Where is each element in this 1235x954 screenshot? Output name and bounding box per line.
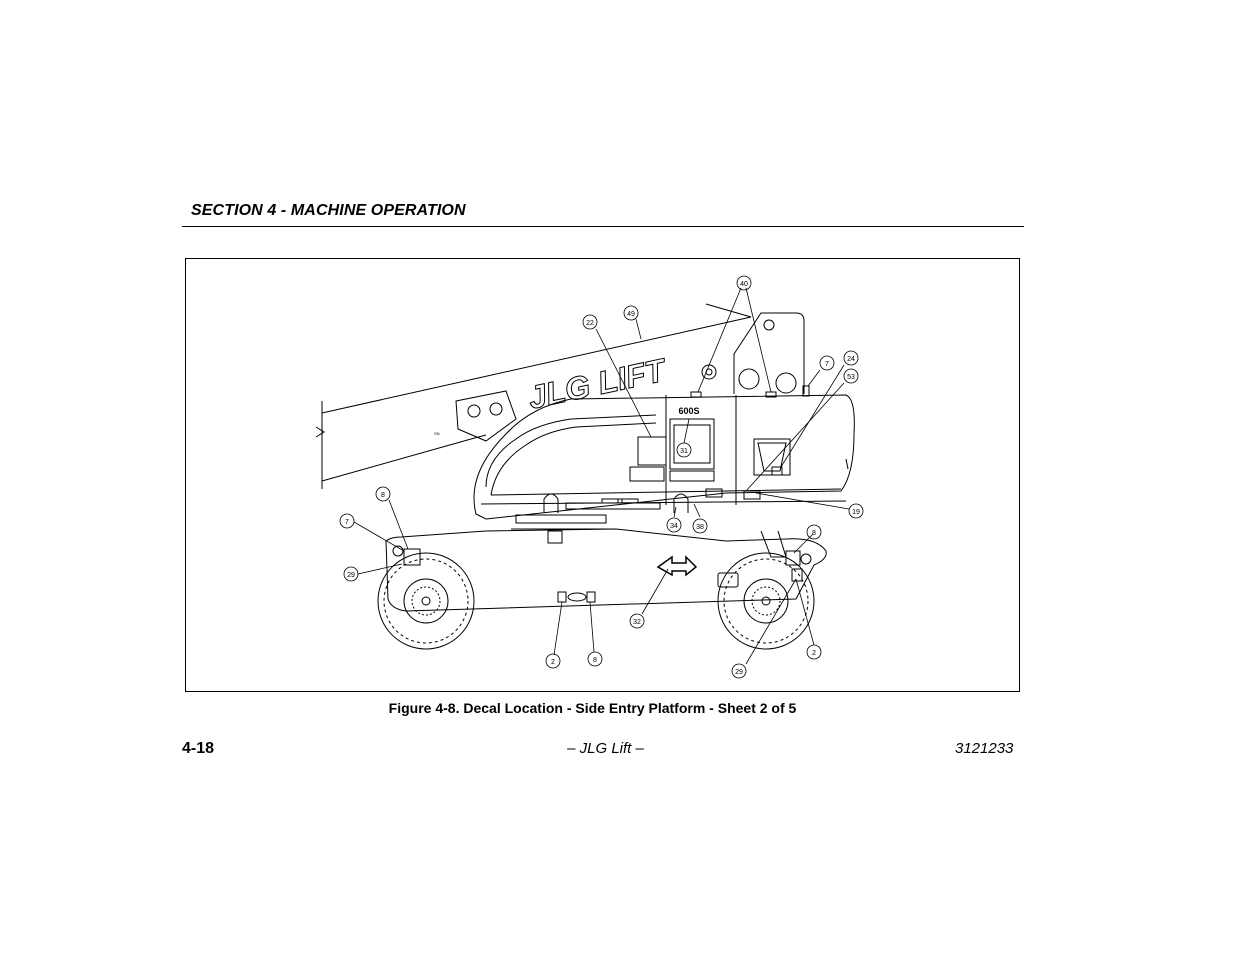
decal-location-drawing: SN JLG LIFT: [315, 275, 864, 679]
callout-34-label: 34: [670, 523, 678, 530]
direction-arrow-decal: [656, 555, 698, 577]
callout-2-left: [545, 653, 561, 669]
callout-40-label: 40: [740, 281, 748, 288]
boom: SN: [315, 303, 752, 489]
callout-32: [629, 613, 645, 629]
model-badge: 600S: [678, 406, 699, 416]
page-number: 4-18: [182, 740, 215, 757]
callout-24: [843, 350, 859, 366]
callout-29-left: [343, 566, 359, 582]
upright-plate: [701, 312, 805, 394]
callout-7-top-label: 7: [825, 361, 829, 368]
callout-19: [848, 503, 864, 519]
callout-8-left-label: 8: [381, 492, 385, 499]
callout-53-label: 53: [847, 374, 855, 381]
figure-frame: SN JLG LIFT: [185, 258, 1020, 692]
callout-19-label: 19: [852, 509, 860, 516]
callout-38-label: 38: [696, 524, 704, 531]
right-wheel: [717, 552, 815, 650]
callout-29-left-label: 29: [347, 572, 355, 579]
callout-31-label: 31: [680, 448, 688, 455]
callout-2-right-label: 2: [812, 650, 816, 657]
section-title: SECTION 4 - MACHINE OPERATION: [191, 202, 466, 219]
callout-29-right: [731, 663, 747, 679]
leader-lines: [353, 287, 850, 665]
callout-markers: 40 49 22 7 24 53 31 19 34 38 8 7 29: [339, 275, 864, 679]
callout-49-label: 49: [627, 311, 635, 318]
callout-31: [676, 442, 692, 458]
figure-caption-text: Figure 4-8. Decal Location - Side Entry …: [388, 700, 797, 716]
callout-8-bottom-label: 8: [593, 657, 597, 664]
callout-8-left: [375, 486, 391, 502]
svg-text:SN: SN: [434, 431, 440, 436]
callout-8-bottom: [587, 651, 603, 667]
callout-53: [843, 368, 859, 384]
turntable-cowl: [473, 385, 855, 520]
callout-7-left: [339, 513, 355, 529]
callout-24-label: 24: [847, 356, 855, 363]
callout-8-right-label: 8: [812, 530, 816, 537]
callout-22-label: 22: [586, 320, 594, 327]
figure-caption: Figure 4-8. Decal Location - Side Entry …: [0, 700, 1235, 716]
footer-center: – JLG Lift –: [0, 740, 1235, 757]
callout-2-right: [806, 644, 822, 660]
callout-34: [666, 517, 682, 533]
callout-38: [692, 518, 708, 534]
left-wheel: [377, 552, 475, 650]
document-number: 3121233: [955, 740, 1014, 757]
callout-32-label: 32: [633, 619, 641, 626]
callout-40: [736, 275, 752, 291]
callout-7-left-label: 7: [345, 519, 349, 526]
callout-22: [582, 314, 598, 330]
callout-8-right: [806, 524, 822, 540]
callout-29-right-label: 29: [735, 669, 743, 676]
header-rule: [182, 226, 1024, 227]
chassis: [385, 528, 827, 612]
callout-49: [623, 305, 639, 321]
callout-2-left-label: 2: [551, 659, 555, 666]
footer-center-text: – JLG Lift –: [567, 740, 644, 757]
boom-bracket: [455, 390, 517, 442]
callout-7-top: [819, 355, 835, 371]
